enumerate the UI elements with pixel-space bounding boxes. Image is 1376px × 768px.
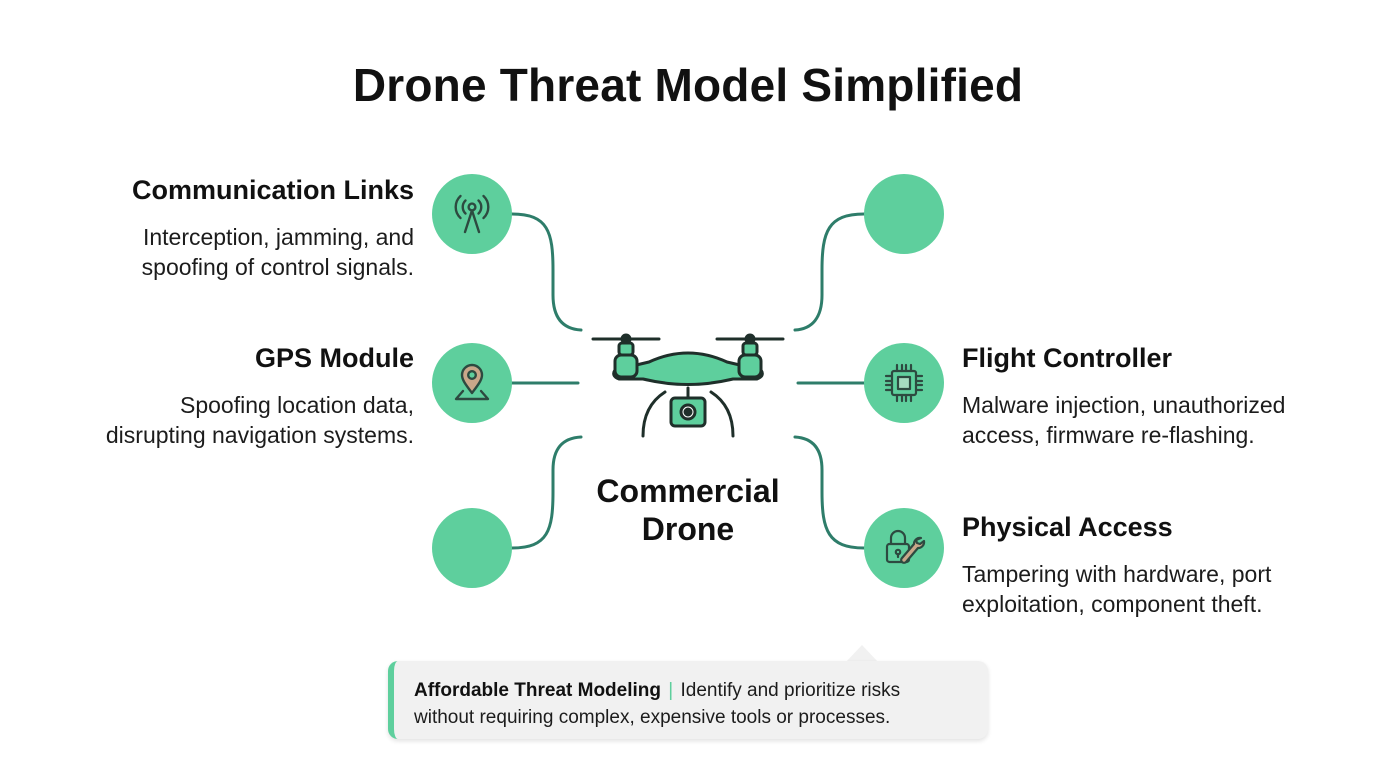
callout-pointer <box>846 645 878 662</box>
flight-controller-label: Flight Controller <box>962 343 1172 373</box>
affordable-threat-modeling-callout: Affordable Threat Modeling | Identify an… <box>388 661 988 739</box>
center-label-line: Drone <box>641 511 735 547</box>
connector-top-right <box>793 212 866 332</box>
callout-line: Affordable Threat Modeling | Identify an… <box>414 677 968 704</box>
page-title: Drone Threat Model Simplified <box>352 59 1024 111</box>
physical-access-desc-line: Tampering with hardware, port <box>962 561 1272 587</box>
antenna-icon <box>454 194 490 234</box>
communication-links-desc-line: spoofing of control signals. <box>141 254 414 280</box>
flight-controller-desc-line: Malware injection, unauthorized <box>962 392 1286 418</box>
chip-icon <box>884 363 924 403</box>
callout-separator: | <box>668 680 674 701</box>
gps-module-desc-line: disrupting navigation systems. <box>105 422 414 448</box>
callout-text: Identify and prioritize risks <box>680 680 901 701</box>
gps-module-desc-line: Spoofing location data, <box>179 392 414 418</box>
connector-bottom-left <box>510 435 583 550</box>
flight-controller-description: Malware injection, unauthorized access, … <box>962 390 1285 450</box>
center-label-line: Commercial <box>596 473 780 509</box>
communication-links-label: Communication Links <box>131 175 414 205</box>
callout-heading: Affordable Threat Modeling <box>414 680 661 701</box>
physical-access-description: Tampering with hardware, port exploitati… <box>962 559 1271 619</box>
callout-text: without requiring complex, expensive too… <box>414 707 891 728</box>
flight-controller-desc-line: access, firmware re-flashing. <box>962 422 1255 448</box>
gps-module-description: Spoofing location data, disrupting navig… <box>106 390 414 450</box>
communication-links-node <box>432 174 512 254</box>
location-pin-icon <box>454 363 490 401</box>
communication-links-description: Interception, jamming, and spoofing of c… <box>142 222 414 282</box>
physical-access-label: Physical Access <box>962 512 1173 542</box>
bottom-left-node <box>432 508 512 588</box>
flight-controller-node <box>864 343 944 423</box>
communication-links-desc-line: Interception, jamming, and <box>142 224 414 250</box>
lock-wrench-icon <box>885 529 926 564</box>
drone-icon <box>591 333 785 438</box>
center-label: Commercial Drone <box>568 472 808 548</box>
physical-access-node <box>864 508 944 588</box>
connector-communication-links <box>510 212 583 332</box>
gps-module-label: GPS Module <box>254 343 414 373</box>
connector-physical-access <box>793 435 866 550</box>
gps-module-node <box>432 343 512 423</box>
top-right-node <box>864 174 944 254</box>
physical-access-desc-line: exploitation, component theft. <box>962 591 1263 617</box>
